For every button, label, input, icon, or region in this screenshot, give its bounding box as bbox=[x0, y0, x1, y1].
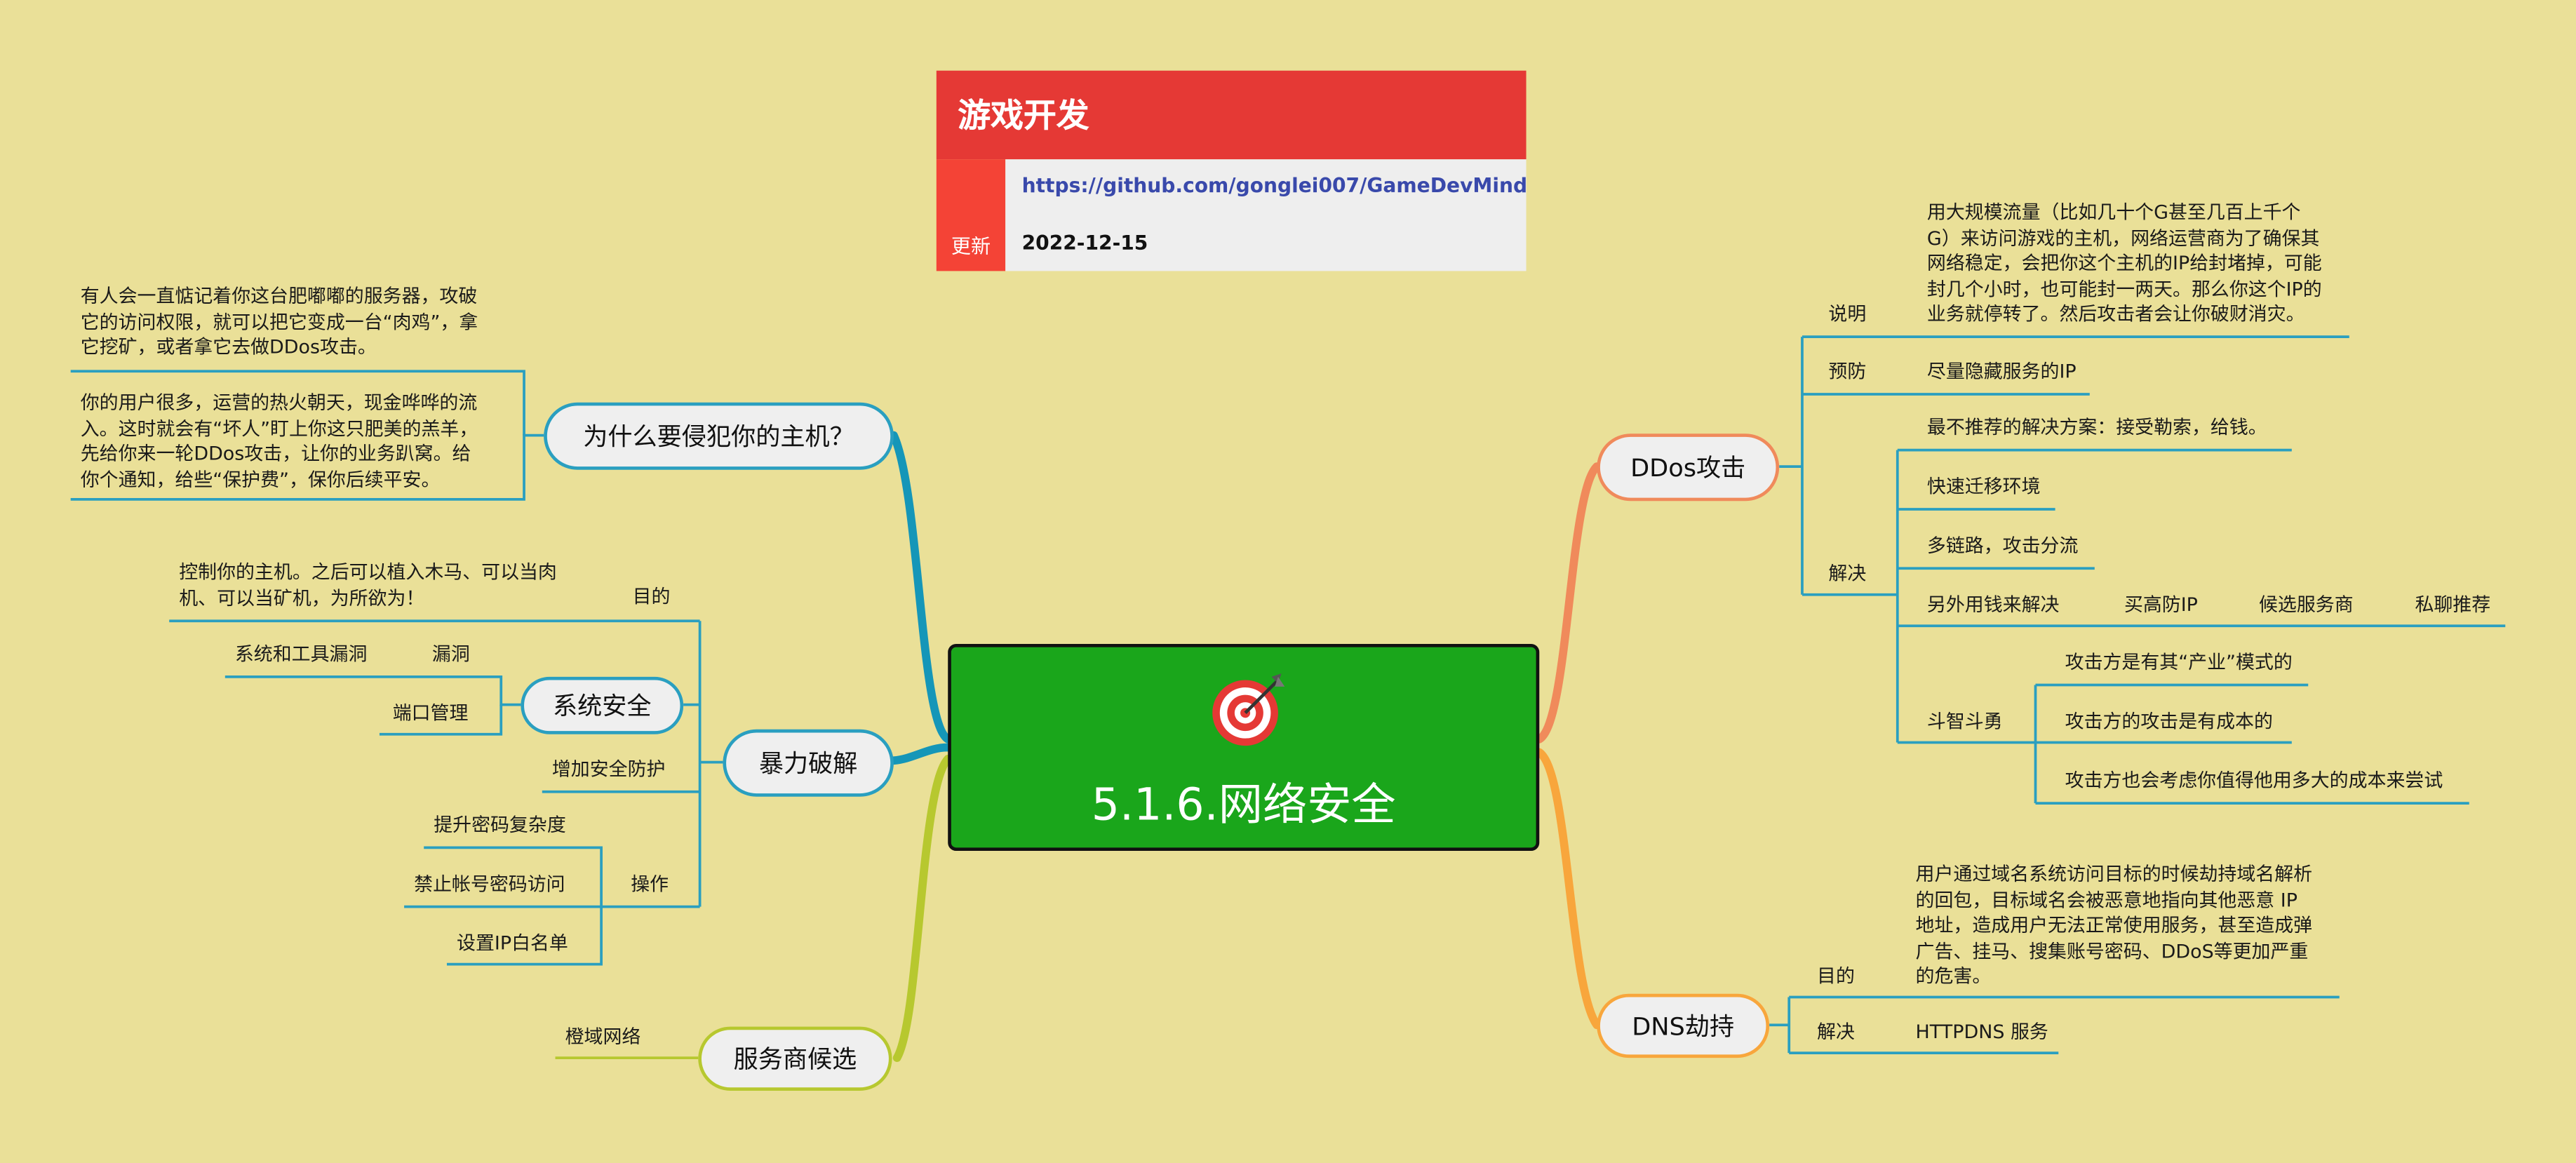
topic-dns-hijack-label: DNS劫持 bbox=[1632, 1011, 1735, 1042]
update-date: 2022-12-15 bbox=[1021, 231, 1148, 255]
ddos-solve-item: 快速迁移环境 bbox=[1926, 474, 2041, 498]
brute-purpose-label: 目的 bbox=[632, 584, 671, 608]
ddos-prevent-text: 尽量隐藏服务的IP bbox=[1926, 359, 2077, 383]
ddos-fight-label: 斗智斗勇 bbox=[1926, 709, 2003, 733]
provider-item: 橙域网络 bbox=[565, 1025, 641, 1049]
ops-item: 禁止帐号密码访问 bbox=[414, 872, 565, 896]
ddos-money-item: 候选服务商 bbox=[2258, 593, 2354, 617]
central-topic-title: 5.1.6.网络安全 bbox=[1091, 780, 1396, 831]
ddos-explain-text: 用大规模流量（比如几十个G甚至几百上千个 G）来访问游戏的主机，网络运营商为了确… bbox=[1926, 200, 2322, 325]
port-management: 端口管理 bbox=[392, 701, 469, 725]
topic-why-intrude-label: 为什么要侵犯你的主机？ bbox=[583, 422, 854, 452]
ddos-money-item: 买高防IP bbox=[2124, 593, 2198, 617]
ddos-prevent-label: 预防 bbox=[1828, 359, 1867, 383]
ops-item: 设置IP白名单 bbox=[457, 931, 568, 955]
topic-system-security-label: 系统安全 bbox=[552, 691, 652, 722]
topic-dns-hijack[interactable]: DNS劫持 bbox=[1597, 993, 1770, 1058]
vuln-item: 系统和工具漏洞 bbox=[234, 642, 368, 666]
ddos-fight-item: 攻击方也会考虑你值得他用多大的成本来尝试 bbox=[2065, 768, 2443, 792]
ddos-fight-item: 攻击方的攻击是有成本的 bbox=[2065, 709, 2273, 733]
info-card-body bbox=[1005, 159, 1527, 271]
brute-purpose-text: 控制你的主机。之后可以植入木马、可以当肉 机、可以当矿机，为所欲为！ bbox=[179, 560, 557, 609]
update-label: 更新 bbox=[951, 234, 991, 258]
topic-brute-force[interactable]: 暴力破解 bbox=[723, 729, 894, 797]
dns-purpose-label: 目的 bbox=[1817, 964, 1855, 988]
topic-ddos-label: DDos攻击 bbox=[1630, 453, 1746, 483]
topic-ddos[interactable]: DDos攻击 bbox=[1597, 433, 1780, 502]
ddos-fight-item: 攻击方是有其“产业”模式的 bbox=[2065, 650, 2293, 674]
info-card-label-column bbox=[936, 159, 1006, 271]
why-note-2: 你的用户很多，运营的热火朝天，现金哗哗的流 入。这时就会有“坏人”盯上你这只肥美… bbox=[80, 391, 478, 491]
vuln-label: 漏洞 bbox=[431, 642, 470, 666]
info-card-title: 游戏开发 bbox=[936, 70, 1527, 160]
info-card: 游戏开发 https://github.com/gonglei007/GameD… bbox=[936, 70, 1528, 271]
ddos-explain-label: 说明 bbox=[1828, 302, 1867, 325]
github-link[interactable]: https://github.com/gonglei007/GameDevMin… bbox=[1021, 174, 1528, 198]
ddos-solve-item: 最不推荐的解决方案：接受勒索，给钱。 bbox=[1926, 415, 2267, 439]
add-protection: 增加安全防护 bbox=[551, 757, 666, 781]
topic-why-intrude[interactable]: 为什么要侵犯你的主机？ bbox=[544, 402, 894, 470]
ddos-money-label: 另外用钱来解决 bbox=[1926, 593, 2060, 617]
ddos-solve-label: 解决 bbox=[1828, 561, 1867, 585]
topic-system-security[interactable]: 系统安全 bbox=[521, 676, 684, 734]
dns-solve-label: 解决 bbox=[1817, 1020, 1855, 1044]
ops-label: 操作 bbox=[631, 872, 669, 896]
central-topic[interactable]: 5.1.6.网络安全 bbox=[948, 643, 1540, 852]
topic-brute-force-label: 暴力破解 bbox=[758, 748, 858, 779]
ddos-money-item: 私聊推荐 bbox=[2415, 593, 2491, 617]
ddos-solve-item: 多链路，攻击分流 bbox=[1926, 534, 2079, 557]
target-arrow-icon bbox=[1212, 673, 1285, 746]
dns-purpose-text: 用户通过域名系统访问目标的时候劫持域名解析 的回包，目标域名会被恶意地指向其他恶… bbox=[1915, 862, 2313, 988]
why-note-1: 有人会一直惦记着你这台肥嘟嘟的服务器，攻破 它的访问权限，就可以把它变成一台“肉… bbox=[80, 284, 478, 358]
ops-item: 提升密码复杂度 bbox=[434, 813, 566, 836]
dns-solve-text: HTTPDNS 服务 bbox=[1915, 1020, 2048, 1044]
topic-provider-candidates[interactable]: 服务商候选 bbox=[698, 1026, 892, 1091]
topic-provider-candidates-label: 服务商候选 bbox=[733, 1044, 857, 1075]
